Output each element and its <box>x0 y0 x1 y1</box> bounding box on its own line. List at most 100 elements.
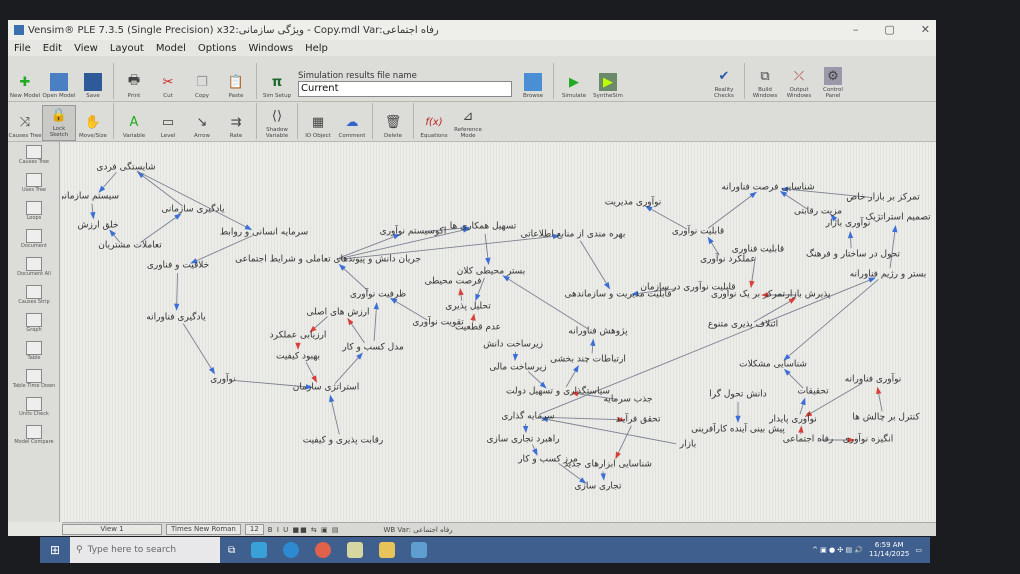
positive-link-arrow[interactable] <box>783 278 879 361</box>
variable-node[interactable]: زیرساخت دانش <box>483 339 543 350</box>
positive-link-arrow[interactable] <box>799 397 806 415</box>
variable-node[interactable]: تقویت نوآوری <box>412 317 464 328</box>
variable-node[interactable]: عدم قطعیت <box>454 322 502 333</box>
lock-sketch-button[interactable]: 🔒Lock Sketch <box>42 105 76 141</box>
variable-node[interactable]: جریان دانش و پیوندهای تعاملی و شرایط اجت… <box>235 254 421 265</box>
variable-node[interactable]: ارتباطات چند بخشی <box>550 354 626 365</box>
variable-node[interactable]: عملکرد نوآوری <box>700 254 756 265</box>
positive-link-arrow[interactable] <box>424 225 470 232</box>
negative-link-arrow[interactable] <box>804 382 863 417</box>
positive-link-arrow[interactable] <box>512 351 519 362</box>
menu-view[interactable]: View <box>74 42 98 54</box>
variable-node[interactable]: تصمیم استراتژیک <box>865 212 931 223</box>
positive-link-arrow[interactable] <box>136 170 253 231</box>
variable-node[interactable]: سرمایه انسانی و روابط <box>219 227 309 238</box>
positive-link-arrow[interactable] <box>538 277 876 415</box>
positive-link-arrow[interactable] <box>334 352 363 384</box>
positive-link-arrow[interactable] <box>339 233 560 260</box>
arrow-button[interactable]: ↘Arrow <box>194 114 210 140</box>
variable-node[interactable]: تحول در ساختار و فرهنگ <box>805 249 901 260</box>
task-view-icon[interactable]: ⧉ <box>228 544 236 556</box>
variable-node[interactable]: قابلیت نوآوری در سازمان <box>640 282 736 293</box>
paste-button[interactable]: 📋Paste <box>227 74 245 100</box>
variable-node[interactable]: تحقق فرآیند <box>615 414 661 425</box>
font-selector[interactable]: Times New Roman <box>166 524 241 535</box>
positive-link-arrow[interactable] <box>558 462 587 484</box>
negative-link-arrow[interactable] <box>458 287 464 302</box>
menu-file[interactable]: File <box>14 42 31 54</box>
positive-link-arrow[interactable] <box>779 190 808 210</box>
positive-link-arrow[interactable] <box>590 338 596 354</box>
positive-link-arrow[interactable] <box>522 423 529 434</box>
save-button[interactable]: Save <box>76 73 110 101</box>
variable-node[interactable]: اکوسیستم نوآوری <box>379 226 447 237</box>
variable-node[interactable]: نوآوری <box>210 374 236 385</box>
copy-button[interactable]: ❐Copy <box>185 73 219 101</box>
variable-node[interactable]: شناسایی فرصت فناورانه <box>721 182 815 193</box>
vensim-taskbar-icon[interactable] <box>411 542 428 558</box>
positive-link-arrow[interactable] <box>540 416 677 445</box>
positive-link-arrow[interactable] <box>98 171 117 193</box>
start-button[interactable]: ⊞ <box>49 543 61 557</box>
palette-button[interactable]: Loops <box>8 198 60 226</box>
positive-link-arrow[interactable] <box>531 444 538 456</box>
variable-node[interactable]: بستر محیطی کلان <box>456 266 526 277</box>
equations-button[interactable]: f(x)Equations <box>417 113 451 141</box>
comment-button[interactable]: ☁Comment <box>338 114 366 140</box>
variable-node[interactable]: استراتژی سازمان <box>292 382 360 393</box>
variable-node[interactable]: پیش بینی آینده کارآفرینی <box>691 424 785 435</box>
positive-link-arrow[interactable] <box>338 263 369 292</box>
positive-link-arrow[interactable] <box>373 302 379 342</box>
control-panel-button[interactable]: ⚙Control Panel <box>823 67 843 99</box>
reference-mode-button[interactable]: ⊿Reference Mode <box>454 108 482 140</box>
palette-button[interactable]: Graph <box>8 310 60 338</box>
variable-node[interactable]: قابلیت مدیریت و سازماندهی <box>564 289 672 300</box>
variable-node[interactable]: ارزیابی عملکرد <box>269 330 327 341</box>
positive-link-arrow[interactable] <box>174 272 180 311</box>
positive-link-arrow[interactable] <box>644 205 688 230</box>
level-button[interactable]: ▭Level <box>160 114 176 140</box>
taskbar-search[interactable]: ⚲Type here to search <box>70 537 220 563</box>
firefox-icon[interactable] <box>315 542 332 558</box>
variable-node[interactable]: فرصت محیطی <box>424 276 482 287</box>
rate-button[interactable]: ⇉Rate <box>219 113 253 141</box>
cut-button[interactable]: ✂Cut <box>151 73 185 101</box>
build-windows-button[interactable]: ⧉Build Windows <box>752 68 778 100</box>
variable-node[interactable]: تحلیل پذیری <box>445 301 491 312</box>
positive-link-arrow[interactable] <box>90 203 96 220</box>
variable-node[interactable]: بهره مندی از منابع اطلاعاتی <box>520 229 626 240</box>
variable-node[interactable]: ارزش های اصلی <box>306 307 370 318</box>
palette-button[interactable]: Document All <box>8 254 60 282</box>
positive-link-arrow[interactable] <box>527 371 547 389</box>
menu-layout[interactable]: Layout <box>109 42 144 54</box>
positive-link-arrow[interactable] <box>190 235 253 264</box>
variable-node[interactable]: ائتلاف پذیری متنوع <box>707 319 779 330</box>
menu-windows[interactable]: Windows <box>248 42 294 54</box>
variable-node[interactable]: سرمایه گذاری <box>501 411 555 422</box>
variable-node[interactable]: مرز کسب و کار <box>518 454 578 465</box>
positive-link-arrow[interactable] <box>781 186 872 198</box>
variable-node[interactable]: یادگیری فناورانه <box>146 312 206 323</box>
variable-node[interactable]: ظرفیت نوآوری <box>349 289 407 300</box>
variable-node[interactable]: رقابت پذیری و کیفیت <box>302 435 384 446</box>
palette-button[interactable]: Model Compare <box>8 422 60 450</box>
io-object-button[interactable]: ▦IO Object <box>305 114 331 140</box>
variable-node[interactable]: بهبود کیفیت <box>276 351 320 362</box>
negative-link-arrow[interactable] <box>539 416 625 423</box>
variable-node[interactable]: شناسایی مشکلات <box>739 359 807 370</box>
negative-link-arrow[interactable] <box>749 256 756 289</box>
variable-node[interactable]: دانش تحول گرا <box>709 389 767 400</box>
variable-node[interactable]: سیاستگذاری و تسهیل دولت <box>506 386 610 397</box>
variable-node[interactable]: نوآوری بازار <box>825 218 871 229</box>
negative-link-arrow[interactable] <box>615 425 632 460</box>
synthesim-button[interactable]: ▶SyntheSim <box>593 73 623 99</box>
positive-link-arrow[interactable] <box>484 233 491 266</box>
variable-node[interactable]: سیستم سازمانی <box>62 191 120 202</box>
palette-button[interactable]: Table <box>8 338 60 366</box>
variable-node[interactable]: تمرکز بر یک نوآوری <box>711 289 785 300</box>
palette-button[interactable]: Document <box>8 226 60 254</box>
positive-link-arrow[interactable] <box>329 394 340 435</box>
